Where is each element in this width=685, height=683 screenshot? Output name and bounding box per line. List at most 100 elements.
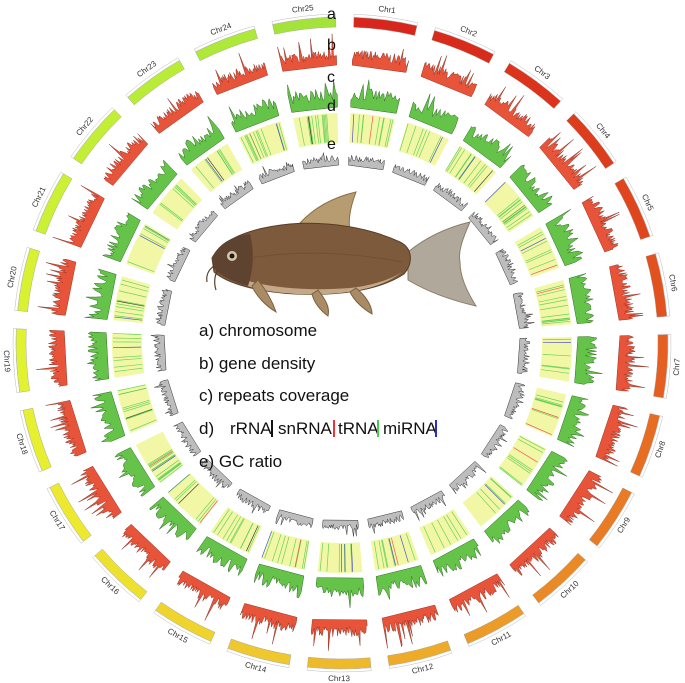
repeats-track — [574, 336, 603, 385]
chromosome-ticks — [153, 610, 212, 645]
chromosome-ticks — [623, 176, 654, 237]
repeats-track — [484, 499, 530, 544]
ncrna-mark — [541, 319, 570, 323]
repeats-track — [131, 159, 178, 210]
repeats-track — [315, 577, 364, 608]
ncrna-mark — [542, 353, 571, 357]
ncrna-mark — [261, 531, 272, 558]
ncrna-mark — [490, 477, 512, 498]
ncrna-mark — [476, 491, 496, 514]
ncrna-track — [116, 384, 159, 434]
ncrna-mark — [373, 541, 380, 570]
chromosome-ideogram — [94, 548, 148, 600]
gene-density-track — [595, 404, 638, 467]
chromosome-ticks — [639, 415, 663, 478]
chromosome-segment — [495, 176, 654, 286]
ncrna-mark — [423, 526, 436, 553]
ncrna-mark — [498, 199, 521, 218]
ncrna-mark — [381, 539, 388, 568]
repeats-track — [101, 212, 141, 263]
fish-photo — [206, 191, 478, 317]
gc-ratio-track — [367, 510, 404, 534]
ncrna-track — [238, 121, 289, 165]
ncrna-mark — [174, 186, 196, 207]
gc-ratio-track — [188, 210, 219, 243]
ncrna-mark — [264, 532, 275, 559]
ncrna-mark — [176, 184, 197, 205]
ncrna-mark — [121, 279, 149, 288]
ncrna-mark — [255, 130, 267, 157]
ncrna-mark — [260, 128, 272, 156]
ncrna-mark — [144, 226, 169, 242]
gc-ratio-track — [322, 519, 359, 537]
chromosome-segment — [480, 424, 635, 549]
ncrna-mark — [125, 408, 153, 419]
chromosome-ideogram — [614, 178, 651, 240]
chromosome-segment — [512, 252, 671, 329]
ncrna-track — [349, 113, 395, 149]
gene-density-track — [150, 90, 204, 134]
gc-ratio-track — [150, 334, 167, 372]
ncrna-mark — [151, 454, 176, 471]
ncrna-mark — [246, 134, 259, 161]
ncrna-mark — [148, 450, 173, 466]
ncrna-mark — [469, 165, 488, 188]
ncrna-mark — [378, 117, 385, 146]
ncrna-mark — [295, 539, 302, 568]
legend-item-ncrna-prefix: d) — [199, 419, 214, 438]
ncrna-mark — [498, 199, 521, 218]
chromosome-ideogram — [15, 328, 30, 393]
ncrna-mark — [405, 533, 416, 561]
chromosome-ticks — [538, 559, 588, 606]
gene-density-track — [71, 465, 122, 519]
ncrna-mark — [446, 147, 462, 172]
ncrna-mark — [386, 119, 394, 148]
chromosome-segment — [14, 247, 172, 326]
ncrna-track — [317, 541, 363, 573]
gene-density-track — [212, 53, 268, 95]
gc-ratio-track — [504, 382, 526, 420]
ncrna-mark — [540, 304, 568, 311]
chromosome-ticks — [596, 492, 635, 549]
gc-ratio-track — [218, 179, 254, 210]
chromosome-ticks — [70, 107, 115, 159]
repeats-track — [287, 79, 338, 113]
chromosome-segment — [92, 458, 233, 603]
chromosome-ideogram — [566, 113, 615, 169]
ncrna-mark — [207, 157, 225, 181]
ncrna-mark — [301, 540, 308, 569]
ncrna-track — [539, 336, 572, 382]
repeats-track — [568, 273, 595, 324]
chromosome-ideogram — [17, 247, 40, 312]
repeats-track — [253, 563, 305, 599]
ncrna-mark — [157, 462, 181, 480]
gene-density-track — [37, 259, 77, 316]
repeats-track — [375, 565, 428, 600]
chromosome-label: Chr19 — [2, 350, 12, 373]
chromosome-ticks — [434, 27, 496, 55]
ncrna-mark — [113, 346, 142, 349]
chromosome-ticks — [655, 252, 671, 317]
gene-density-track — [615, 335, 649, 392]
ncrna-mark — [308, 116, 314, 145]
ncrna-mark — [115, 311, 143, 316]
chromosome-ideogram — [387, 640, 452, 666]
ncrna-mark — [508, 455, 532, 472]
ncrna-mark — [485, 182, 506, 203]
legend-ncrna-mirna: miRNA — [383, 419, 437, 438]
ncrna-mark — [541, 369, 570, 374]
ncrna-mark — [205, 158, 223, 182]
chromosome-ideogram — [653, 334, 669, 399]
ncrna-mark — [458, 156, 476, 180]
ncrna-mark — [322, 114, 326, 143]
ncrna-mark — [454, 153, 472, 178]
ncrna-mark — [541, 318, 570, 322]
chromosome-label: Chr6 — [667, 274, 679, 293]
chromosome-ideogram — [645, 253, 668, 318]
ncrna-mark — [114, 315, 143, 320]
ncrna-mark — [204, 159, 222, 183]
ncrna-mark — [277, 535, 286, 563]
ncrna-mark — [529, 259, 556, 270]
chromosome-label: Chr13 — [328, 674, 350, 683]
gc-ratio-track — [480, 424, 508, 458]
